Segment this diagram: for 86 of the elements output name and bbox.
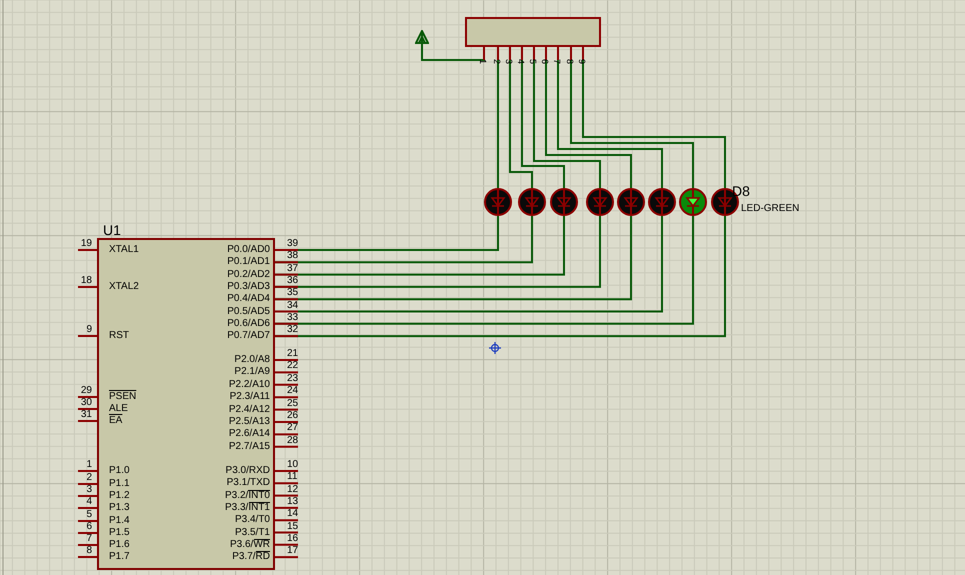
pin-number: 25 [287,398,298,409]
pin-number: 37 [287,262,298,274]
pin-number: 5 [86,509,92,520]
pin-number: 9 [86,324,92,335]
pin-name: P2.2/A10 [228,378,270,390]
pin-name: ALE [109,403,128,414]
pin-number: 17 [287,545,298,556]
pin-number: 21 [287,348,298,359]
pin-name: P2.4/A12 [228,404,270,415]
pin-name: P2.1/A9 [234,366,270,378]
pin-name: P3.0/RXD [226,465,270,476]
pin-name: P2.7/A15 [228,440,270,452]
pin-number: 9 [576,59,587,64]
pin-name: P1.5 [109,527,130,538]
pin-number: 35 [287,287,298,298]
pin-name: P2.0/A8 [234,354,270,365]
pin-name: P0.0/AD0 [227,244,270,255]
pin-number: 6 [86,521,92,532]
pin-number: 6 [539,59,550,64]
pin-number: 18 [80,275,92,286]
pin-number: 10 [287,459,298,470]
pin-name: P2.6/A14 [228,428,270,440]
pin-number: 24 [287,385,298,396]
pin-number: 8 [564,59,575,64]
pin-number: 33 [287,312,298,323]
pin-number: 12 [287,484,298,495]
pin-name: XTAL1 [109,244,139,255]
pin-name: P0.4/AD4 [227,293,270,304]
pin-name: P0.5/AD5 [227,306,270,316]
pin-name: P0.1/AD1 [227,256,270,268]
pin-number: 26 [287,410,298,421]
pin-name: P3.5/T1 [234,526,270,538]
component-ref: U1 [103,223,121,238]
pin-number: 2 [86,472,92,483]
pin-number: 15 [287,520,298,532]
pin-name: P2.5/A13 [228,416,270,427]
pin-number: 4 [515,59,526,64]
pin-name: XTAL2 [109,281,139,292]
pin-number: 31 [80,409,92,420]
pin-number: 8 [86,545,92,556]
pin-number: 4 [86,496,92,507]
pin-name: P1.1 [109,478,130,489]
pin-name: P1.3 [109,502,130,513]
pin-name: P3.4/T0 [234,514,270,526]
pin-number: 7 [551,59,562,64]
pin-number: 36 [287,274,298,286]
pin-name: PSEN [109,391,136,402]
pin-name: P1.7 [109,551,130,562]
wire [415,30,485,61]
pin-name: P0.7/AD7 [227,330,270,342]
pin-number: 3 [503,59,514,64]
pin-number: 38 [287,250,298,262]
pin-number: 39 [287,238,298,249]
pin-name: P3.7/RD [232,551,270,562]
component-value: LED-GREEN [741,203,800,214]
component-ref: D8 [732,184,750,199]
pin-number: 1 [86,459,92,470]
pin-number: 19 [80,238,92,249]
pin-number: 3 [86,484,92,495]
pin-number: 30 [80,397,92,408]
pin-number: 28 [287,434,298,446]
pin-number: 11 [287,471,298,482]
pin-number: 2 [491,59,502,64]
pin-number: 7 [86,533,92,544]
pin-name: P2.3/A11 [230,391,270,402]
pin-number: 13 [287,496,298,507]
pin-name: P1.2 [109,490,130,501]
pin-number: 29 [80,385,92,396]
pin-name: P3.1/TXD [226,477,270,488]
pin-number: 32 [287,324,298,336]
pin-name: EA [109,415,122,426]
pin-name: RST [109,330,129,341]
pin-name: P1.6 [109,539,130,550]
pin-name: P0.6/AD6 [227,318,270,329]
pin-number: 23 [287,372,298,384]
pin-name: P0.3/AD3 [227,280,270,292]
pin-number: 14 [287,508,298,520]
pin-name: P1.0 [109,465,130,476]
pin-number: 22 [287,360,298,372]
pin-name: P0.2/AD2 [227,268,270,280]
pin-number: 16 [287,532,298,544]
pin-number: 1 [477,59,488,64]
pin-number: 27 [287,422,298,434]
pin-number: 34 [287,300,298,310]
pin-name: P1.4 [109,515,130,526]
pin-number: 5 [527,59,538,64]
